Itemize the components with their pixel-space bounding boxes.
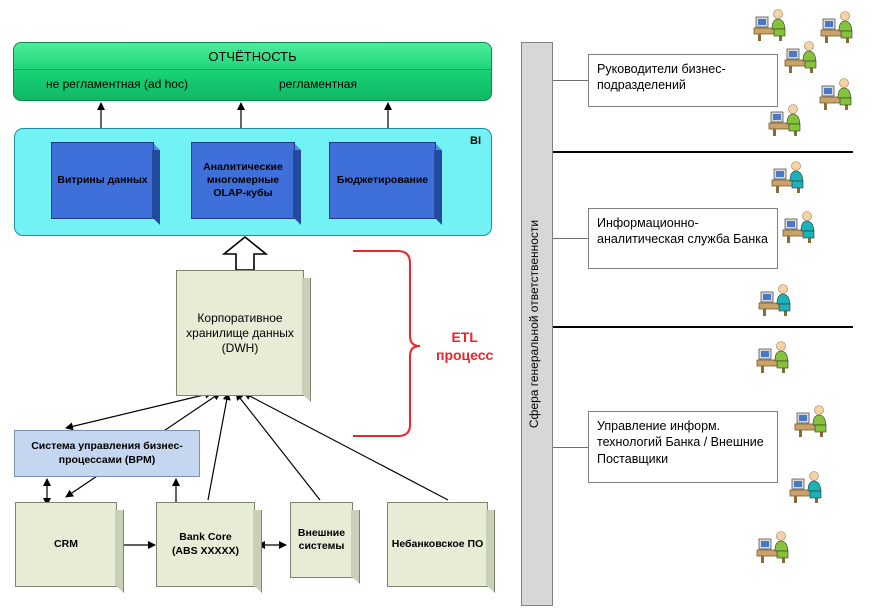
external-systems-box: Внешние системы (290, 502, 359, 584)
olap-cubes-box: Аналитические многомерные OLAP-кубы (191, 142, 301, 225)
user-at-computer-icon (755, 340, 789, 373)
budgeting-label: Бюджетирование (329, 142, 436, 219)
bank-core-box: Bank Core (ABS XXXXX) (156, 502, 262, 594)
reporting-regular-label: регламентная (279, 77, 357, 91)
user-at-computer-icon (755, 530, 789, 563)
user-at-computer-icon (818, 77, 852, 110)
connector-role-2 (553, 238, 588, 239)
etl-label: ETL процесс (436, 328, 493, 364)
responsibility-bar (521, 42, 553, 606)
bank-core-label: Bank Core (ABS XXXXX) (156, 502, 255, 587)
connector-role-3 (553, 447, 588, 448)
crm-box: CRM (15, 502, 124, 594)
user-at-computer-icon (767, 103, 801, 136)
external-systems-label: Внешние системы (290, 502, 353, 578)
etl-bracket (353, 250, 421, 437)
olap-cubes-label: Аналитические многомерные OLAP-кубы (191, 142, 295, 219)
bank-core-abs: (ABS XXXXX) (171, 544, 240, 557)
dwh-box: Корпоративное хранилище данных (DWH) (176, 270, 311, 403)
role-analytics-service: Информационно-аналитическая служба Банка (588, 208, 778, 269)
user-at-computer-icon (783, 40, 817, 73)
dwh-label: Корпоративное хранилище данных (DWH) (176, 270, 304, 396)
divider-line-1 (553, 151, 853, 153)
arrow-bankcore-dwh (207, 392, 231, 501)
non-banking-software-box: Небанковское ПО (387, 502, 495, 594)
crm-label: CRM (15, 502, 117, 587)
reporting-title: ОТЧЁТНОСТЬ (208, 49, 297, 64)
divider-line-2 (553, 326, 853, 328)
bi-label: BI (470, 135, 481, 147)
non-banking-software-label: Небанковское ПО (387, 502, 488, 587)
reporting-adhoc-label: не регламентная (ad hoc) (46, 77, 188, 91)
responsibility-label: Сфера генеральной ответственности (527, 219, 541, 429)
data-marts-label: Витрины данных (51, 142, 154, 219)
arrow-dwh-to-bi (221, 235, 269, 271)
user-at-computer-icon (781, 210, 815, 243)
role-it-department: Управление информ. технологий Банка / Вн… (588, 411, 778, 483)
connector-role-1 (553, 80, 588, 81)
user-at-computer-icon (752, 8, 786, 41)
arrow-nonbank-dwh (243, 392, 449, 501)
user-at-computer-icon (770, 160, 804, 193)
user-at-computer-icon (788, 470, 822, 503)
reporting-panel: ОТЧЁТНОСТЬ не регламентная (ad hoc) регл… (13, 42, 492, 101)
reporting-divider (14, 69, 491, 70)
etl-label-line1: ETL (451, 329, 478, 345)
user-at-computer-icon (757, 283, 791, 316)
arrow-external-dwh (235, 392, 321, 501)
etl-label-line2: процесс (436, 347, 494, 364)
user-at-computer-icon (793, 404, 827, 437)
bank-core-title: Bank Core (179, 531, 232, 544)
user-at-computer-icon (819, 10, 853, 43)
bpm-box: Система управления бизнес-процессами (BP… (14, 430, 200, 477)
data-marts-box: Витрины данных (51, 142, 160, 225)
role-business-heads: Руководители бизнес-подразделений (588, 54, 778, 107)
budgeting-box: Бюджетирование (329, 142, 442, 225)
